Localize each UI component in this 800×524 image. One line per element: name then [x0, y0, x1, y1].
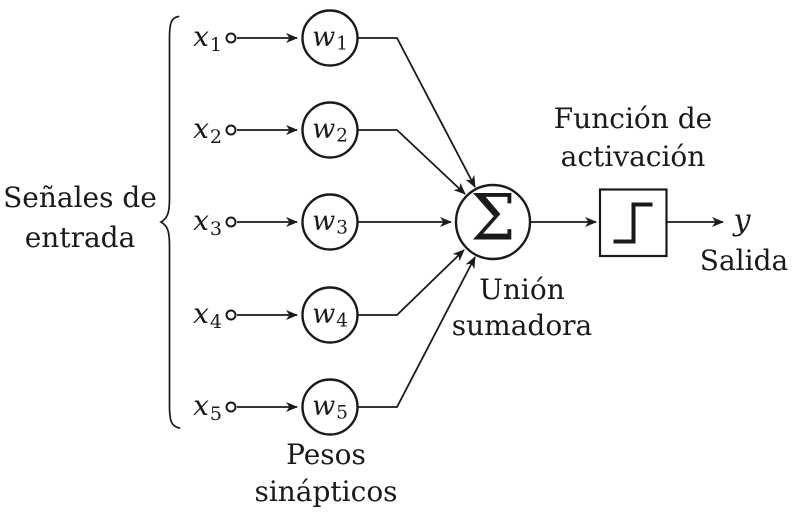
- input-terminal-dot: [225, 309, 237, 321]
- input-label-x5: x5: [152, 389, 222, 425]
- input-label-x1: x1: [152, 20, 222, 56]
- summer-symbol: Σ: [470, 181, 516, 256]
- weight-subscript: 4: [336, 310, 348, 332]
- output-symbol: y: [733, 202, 751, 238]
- weight-label-w4: w4: [312, 298, 348, 332]
- synaptic-weights-label-line1: Pesos: [286, 438, 366, 471]
- weight-label-w1: w1: [312, 21, 348, 55]
- weight-symbol: w: [312, 298, 336, 330]
- weight-subscript: 2: [336, 125, 348, 147]
- input-subscript: 3: [209, 217, 222, 240]
- weight-label-w5: w5: [312, 390, 348, 424]
- input-symbol: x: [193, 297, 209, 331]
- synaptic-weights-label: Pesos sinápticos: [254, 436, 397, 510]
- input-label-x3: x3: [152, 204, 222, 240]
- summing-junction-label-line2: sumadora: [451, 309, 593, 342]
- summing-junction-label-line1: Unión: [479, 273, 565, 306]
- input-symbol: x: [193, 112, 209, 146]
- activation-function-label: Función de activación: [554, 100, 712, 176]
- activation-function-label-line2: activación: [560, 140, 706, 173]
- input-subscript: 5: [209, 402, 222, 425]
- input-subscript: 4: [209, 310, 222, 333]
- summing-junction-label: Unión sumadora: [452, 272, 593, 344]
- input-subscript: 2: [209, 125, 222, 148]
- weight-symbol: w: [312, 205, 336, 237]
- weight-label-w3: w3: [312, 205, 348, 239]
- input-symbol: x: [193, 20, 209, 54]
- synaptic-weights-label-line2: sinápticos: [254, 475, 398, 508]
- input-terminal-dot: [225, 216, 237, 228]
- weight-symbol: w: [312, 113, 336, 145]
- input-signals-label-line2: entrada: [24, 221, 136, 254]
- output-label: Salida: [699, 244, 789, 277]
- weight-connector: [357, 37, 476, 188]
- activation-function-label-line1: Función de: [553, 102, 713, 135]
- weight-subscript: 5: [336, 402, 348, 424]
- weight-subscript: 1: [336, 33, 348, 55]
- weight-label-w2: w2: [312, 113, 348, 147]
- input-subscript: 1: [209, 33, 222, 56]
- weight-symbol: w: [312, 21, 336, 53]
- weight-connector: [357, 129, 466, 195]
- input-signals-label-line1: Señales de: [3, 181, 157, 214]
- summer-node: [454, 183, 532, 261]
- input-terminal-dot: [225, 124, 237, 136]
- weight-connector: [357, 249, 465, 316]
- input-label-x4: x4: [152, 297, 222, 333]
- step-function-icon: [613, 202, 653, 244]
- input-terminal-dot: [225, 401, 237, 413]
- input-signals-label: Señales de entrada: [3, 178, 157, 258]
- weight-subscript: 3: [336, 217, 348, 239]
- input-label-x2: x2: [152, 112, 222, 148]
- input-symbol: x: [193, 204, 209, 238]
- weight-symbol: w: [312, 390, 336, 422]
- input-brace: [159, 15, 181, 429]
- input-terminal-dot: [225, 32, 237, 44]
- weight-connector: [357, 256, 476, 408]
- input-symbol: x: [193, 389, 209, 423]
